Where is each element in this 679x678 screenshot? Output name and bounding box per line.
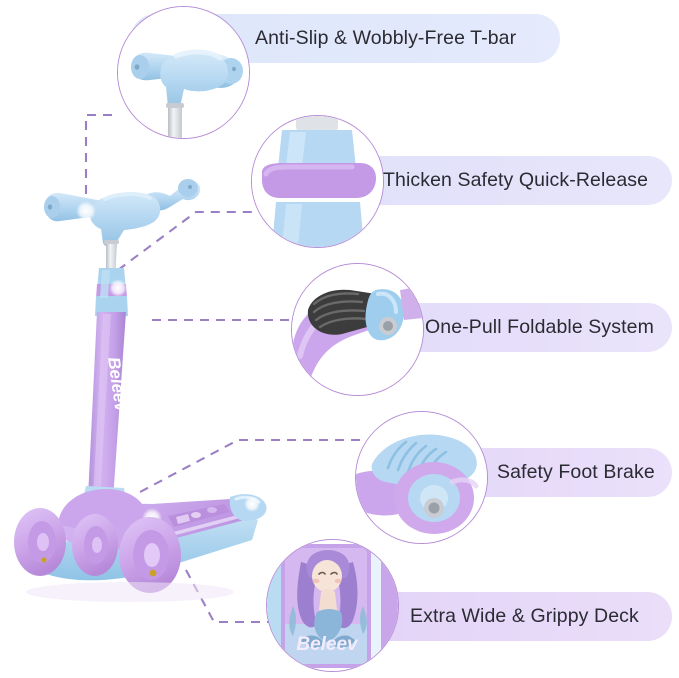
callout-label-text: One-Pull Foldable System <box>425 316 654 338</box>
callout-detail-foldable-system[interactable] <box>291 263 424 396</box>
folding-rib-stack <box>307 289 378 335</box>
t-bar-handle-icon <box>118 7 249 138</box>
callout-detail-wide-deck[interactable]: Beleev <box>266 539 399 672</box>
rear-fender-brake-icon <box>356 412 487 543</box>
scooter-wheel-front-left <box>14 508 66 576</box>
connector-line-1 <box>84 113 118 210</box>
connector-line-4 <box>139 438 360 493</box>
scooter-pole: Beleev <box>88 312 131 500</box>
callout-detail-anti-slip-t-bar[interactable] <box>117 6 250 139</box>
callout-label-text: Extra Wide & Grippy Deck <box>410 605 639 627</box>
scooter-wheel-rear <box>119 517 181 593</box>
callout-label-text: Thicken Safety Quick-Release <box>383 169 649 191</box>
handle-specular-highlight <box>76 201 96 221</box>
callout-detail-foot-brake[interactable] <box>355 411 488 544</box>
clamp-specular-highlight <box>109 279 127 297</box>
scooter-rear-brake <box>229 494 267 521</box>
deck-mermaid-graphic <box>168 504 230 527</box>
quick-release-clamp-icon <box>252 116 383 247</box>
scooter-illustration: Beleev <box>14 179 267 602</box>
scooter-t-bar <box>44 179 201 247</box>
mermaid-deck-icon: Beleev <box>267 540 398 671</box>
callout-label-text: Safety Foot Brake <box>497 461 655 483</box>
scooter-wheel-front-right <box>72 514 118 576</box>
deck-brand-text: Beleev <box>296 634 359 655</box>
scooter-height-clamp <box>95 268 128 316</box>
connector-line-2 <box>117 210 256 271</box>
callout-label-text: Anti-Slip & Wobbly-Free T-bar <box>255 27 517 49</box>
callout-detail-quick-release[interactable] <box>251 115 384 248</box>
folding-hinge-icon <box>292 264 423 395</box>
